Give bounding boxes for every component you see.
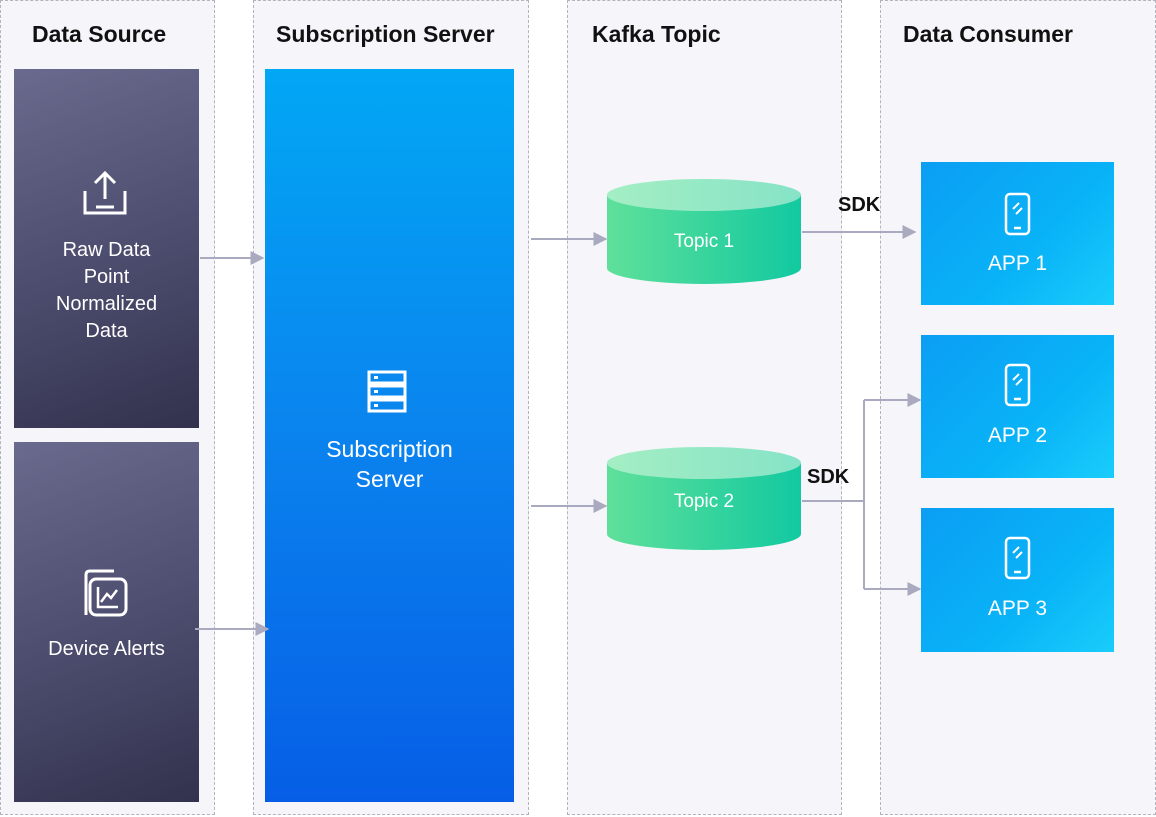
- app-2-label: APP 2: [987, 424, 1048, 447]
- column-title-subscription-server: Subscription Server: [276, 21, 495, 47]
- topic-1-label: Topic 1: [673, 231, 735, 252]
- source-raw-line-1: Raw Data: [62, 239, 151, 261]
- source-raw-line-3: Normalized: [55, 293, 158, 315]
- server-rack-icon: [367, 370, 407, 413]
- app-3-label: APP 3: [987, 597, 1048, 620]
- app-3-box: APP 3: [921, 508, 1114, 652]
- app-1-box: APP 1: [921, 162, 1114, 305]
- source-raw-data-label: Raw Data Point Normalized Data: [14, 237, 199, 345]
- source-raw-line-2: Point: [83, 266, 130, 288]
- topic-2-label: Topic 2: [673, 491, 735, 512]
- server-line-1: Subscription: [326, 436, 453, 462]
- subscription-server-label: Subscription Server: [265, 434, 514, 494]
- column-title-data-consumer: Data Consumer: [903, 21, 1073, 47]
- chart-folder-icon: [84, 569, 128, 617]
- source-raw-data-block: Raw Data Point Normalized Data: [14, 69, 199, 428]
- app-1-label: APP 1: [987, 252, 1048, 275]
- topic-1-cylinder: [607, 179, 801, 284]
- mobile-phone-icon: [1004, 192, 1031, 236]
- sdk-label-2: SDK: [807, 466, 850, 488]
- mobile-phone-icon: [1004, 536, 1031, 580]
- source-raw-line-4: Data: [85, 320, 128, 342]
- subscription-server-block: [265, 69, 514, 802]
- server-line-2: Server: [355, 466, 424, 492]
- mobile-phone-icon: [1004, 363, 1031, 407]
- sdk-label-1: SDK: [838, 194, 881, 216]
- connector-topic-2-split: [802, 400, 865, 589]
- column-title-data-source: Data Source: [32, 21, 167, 47]
- column-title-kafka-topic: Kafka Topic: [592, 21, 721, 47]
- app-2-box: APP 2: [921, 335, 1114, 478]
- column-kafka-topic: Kafka Topic: [567, 0, 842, 815]
- upload-icon: [83, 170, 127, 215]
- topic-2-cylinder: [607, 447, 801, 550]
- source-device-alerts-block: Device Alerts: [14, 442, 199, 802]
- source-device-alerts-label: Device Alerts: [48, 638, 165, 660]
